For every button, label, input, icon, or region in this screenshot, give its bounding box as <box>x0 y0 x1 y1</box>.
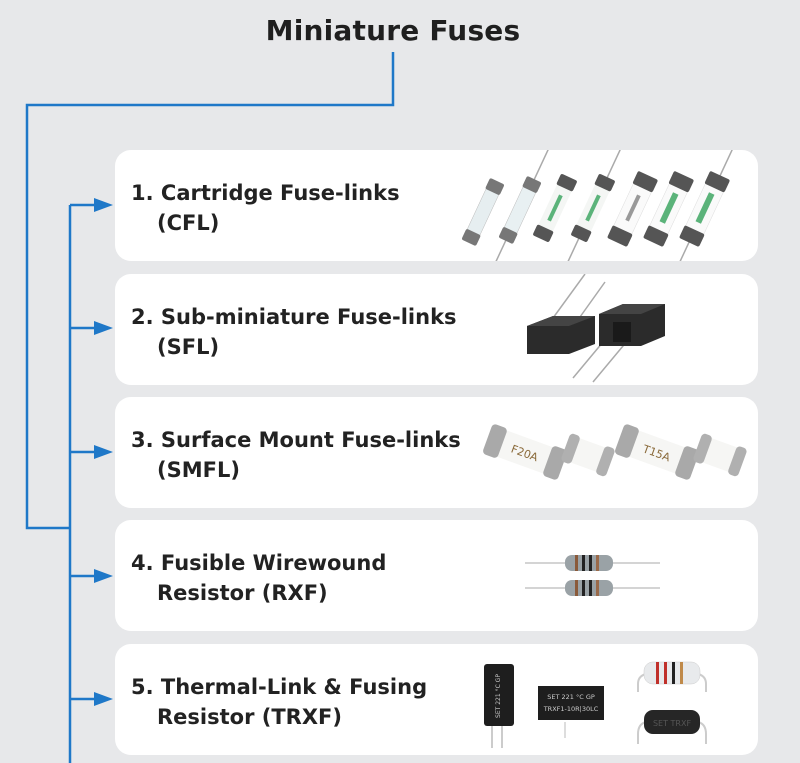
category-label: 1. Cartridge Fuse-links (CFL) <box>131 181 400 235</box>
category-label: 3. Surface Mount Fuse-links (SMFL) <box>131 428 461 482</box>
category-label: 5. Thermal-Link & Fusing Resistor (TRXF) <box>131 675 428 729</box>
category-label: 2. Sub-miniature Fuse-links (SFL) <box>131 305 457 359</box>
cartridge-fuses-image <box>462 150 742 261</box>
arrow-icon <box>94 569 113 583</box>
category-card-sfl[interactable]: 2. Sub-miniature Fuse-links (SFL) <box>115 274 758 385</box>
title-connector <box>25 52 395 530</box>
smd-fuses-image: F20A T15A <box>483 424 747 480</box>
arrow-icon <box>94 198 113 212</box>
subminiature-fuses-image <box>527 274 665 383</box>
arrow-icon <box>94 692 113 706</box>
svg-text:TRXF1-10R|30LC: TRXF1-10R|30LC <box>543 705 599 713</box>
category-card-rxf[interactable]: 4. Fusible Wirewound Resistor (RXF) <box>115 520 758 631</box>
thermal-link-image: SET 221 °C GP SET 221 °C GP TRXF1-10R|30… <box>484 661 707 748</box>
category-label: 4. Fusible Wirewound Resistor (RXF) <box>131 551 387 605</box>
svg-text:SET TRXF: SET TRXF <box>653 719 691 728</box>
category-card-cfl[interactable]: 1. Cartridge Fuse-links (CFL) <box>115 150 758 261</box>
arrow-icon <box>94 445 113 459</box>
svg-text:SET 221 °C GP: SET 221 °C GP <box>547 693 595 701</box>
category-card-trxf[interactable]: 5. Thermal-Link & Fusing Resistor (TRXF)… <box>115 644 758 755</box>
wirewound-resistors-image <box>525 555 660 596</box>
category-card-smfl[interactable]: 3. Surface Mount Fuse-links (SMFL) F20A … <box>115 397 758 508</box>
arrow-icon <box>94 321 113 335</box>
svg-text:SET 221 °C GP: SET 221 °C GP <box>495 674 502 718</box>
diagram-title: Miniature Fuses <box>265 14 521 47</box>
